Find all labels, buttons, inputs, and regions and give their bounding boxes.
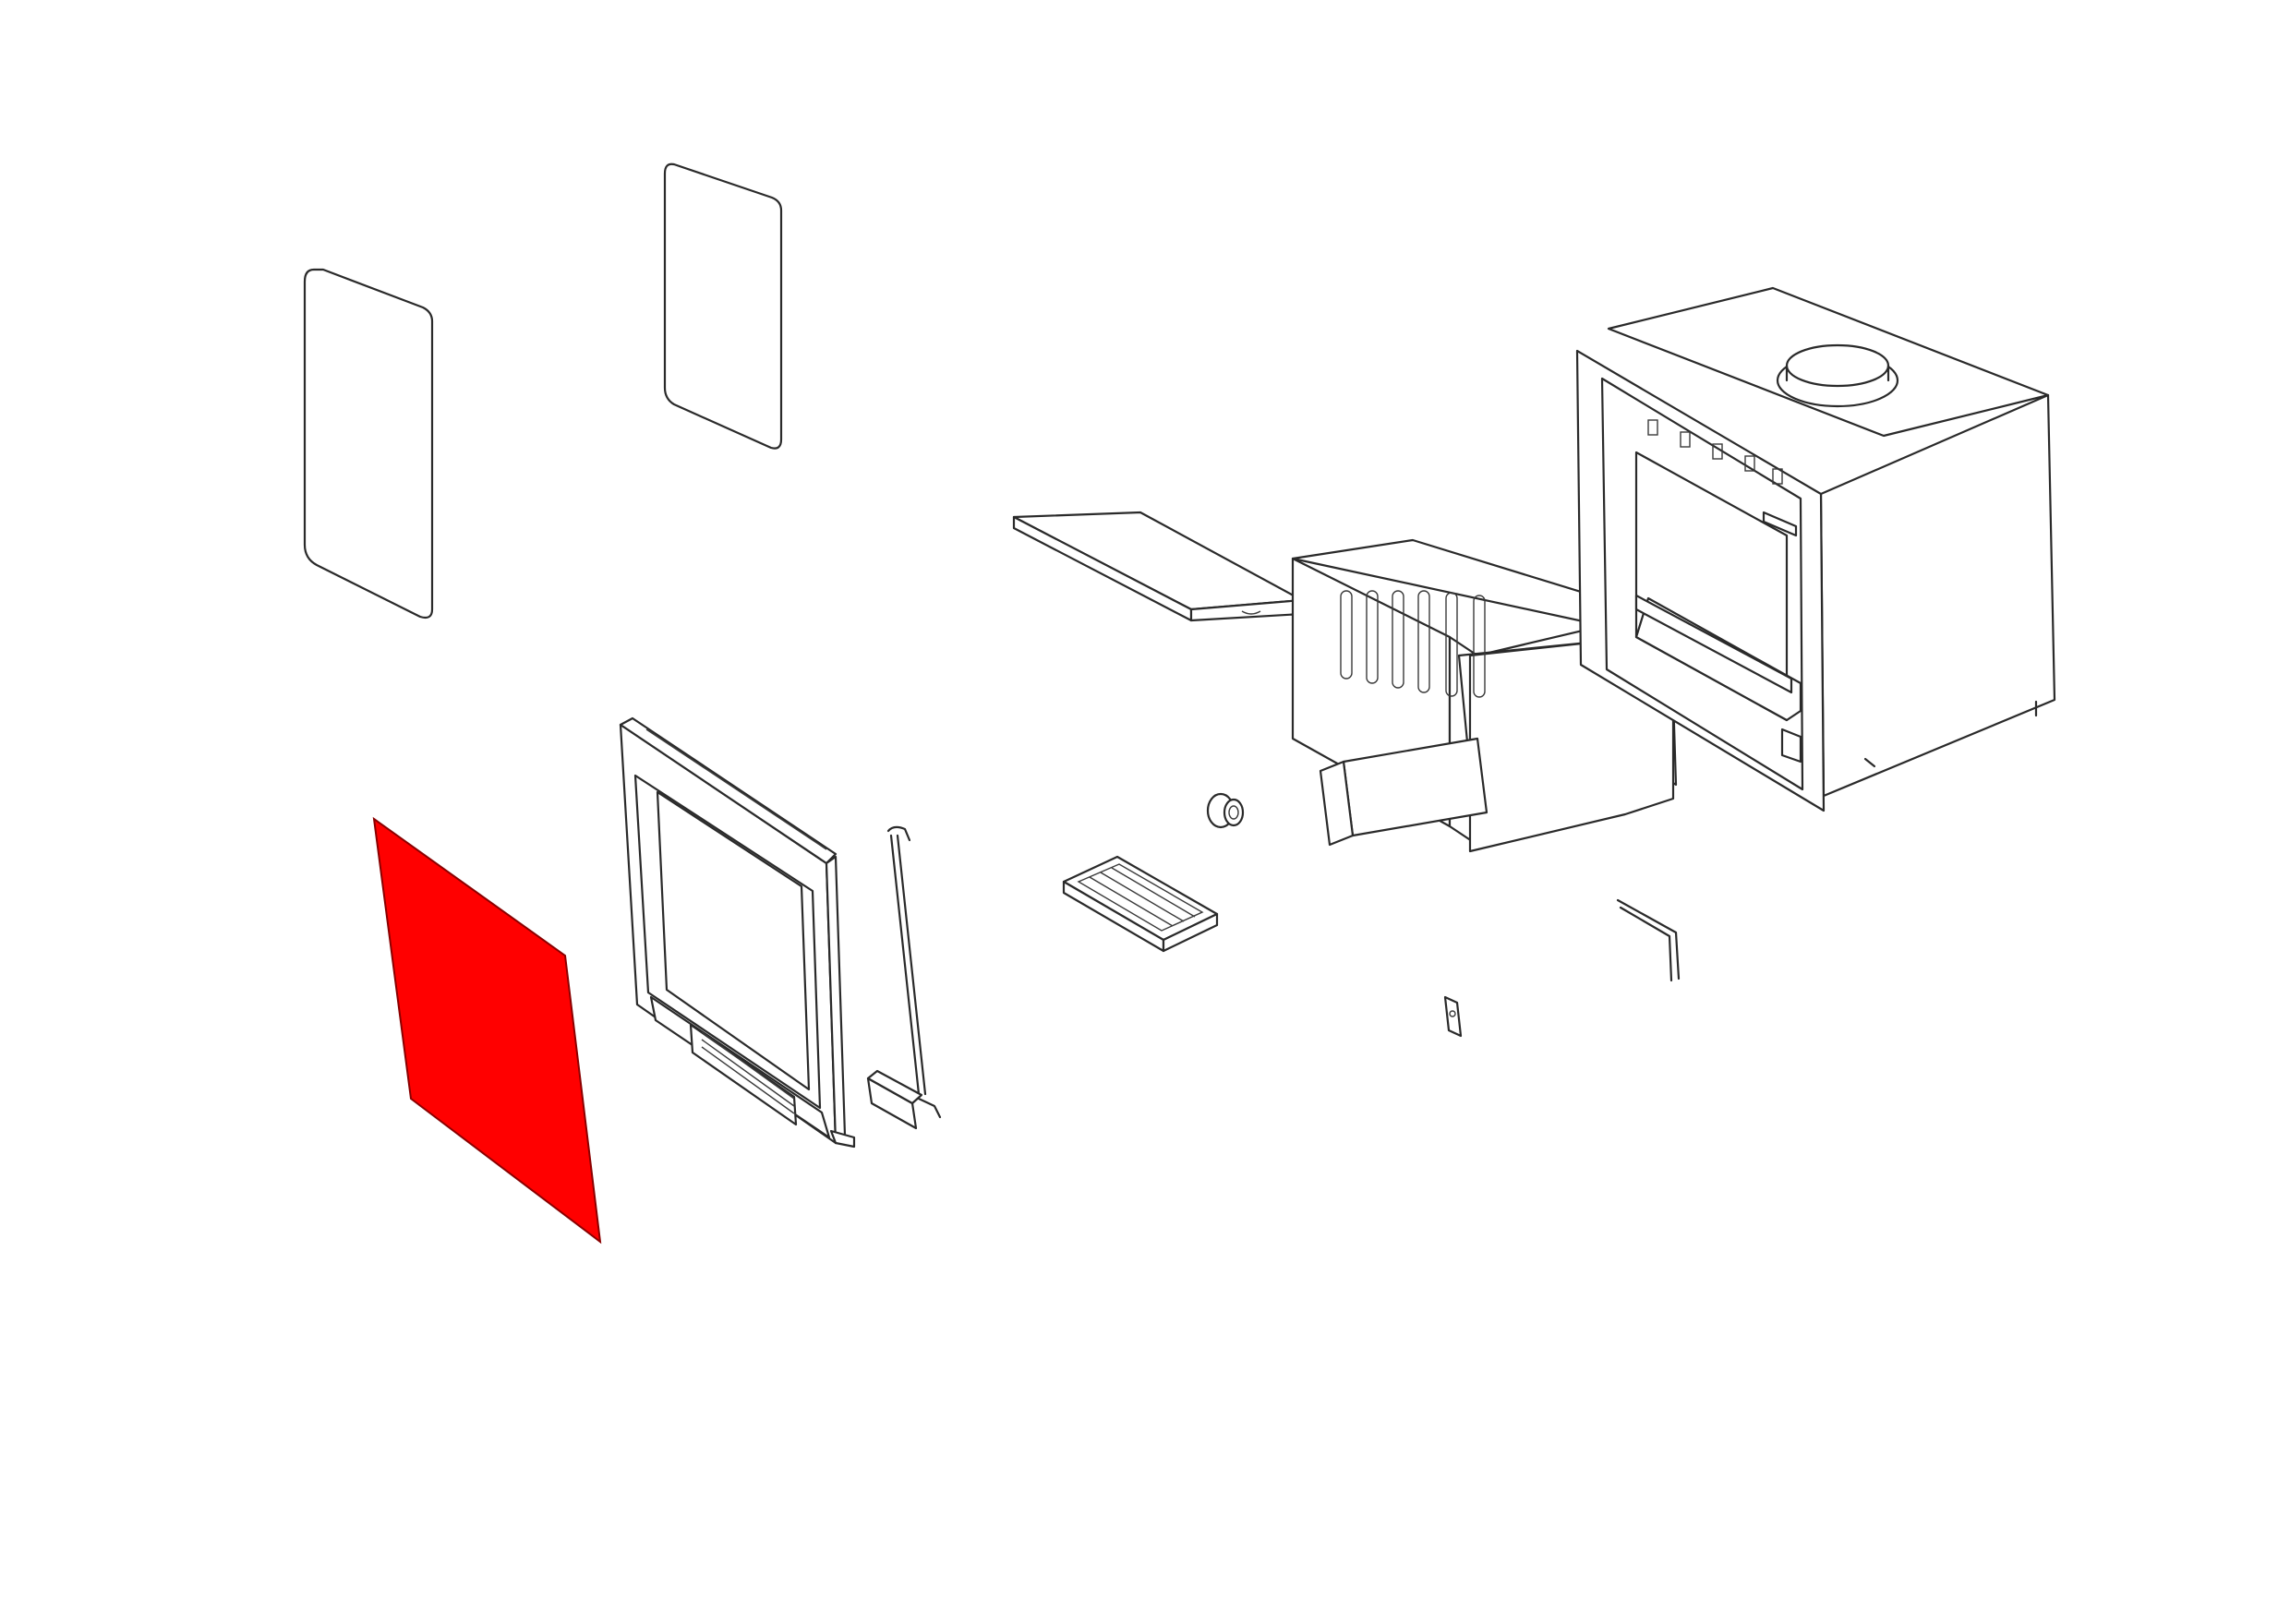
front-vent-tabs [1647,419,1783,485]
l-shaped-tool[interactable] [1616,898,1681,982]
front-glass-panel-highlighted[interactable] [372,816,602,1245]
side-glass-panel-left[interactable] [303,268,434,620]
air-control-knob[interactable] [1206,792,1245,829]
ash-pan[interactable] [1062,855,1219,953]
small-bracket[interactable] [1443,995,1463,1038]
side-glass-panel-right[interactable] [663,162,783,450]
stove-body[interactable] [1575,286,2056,812]
firebox-vent-slots [1340,590,1486,698]
door-handle-rod[interactable] [866,825,942,1130]
door-frame[interactable] [619,716,856,1149]
baffle-plate[interactable] [1012,511,1304,622]
flue-collar [1776,343,1899,408]
